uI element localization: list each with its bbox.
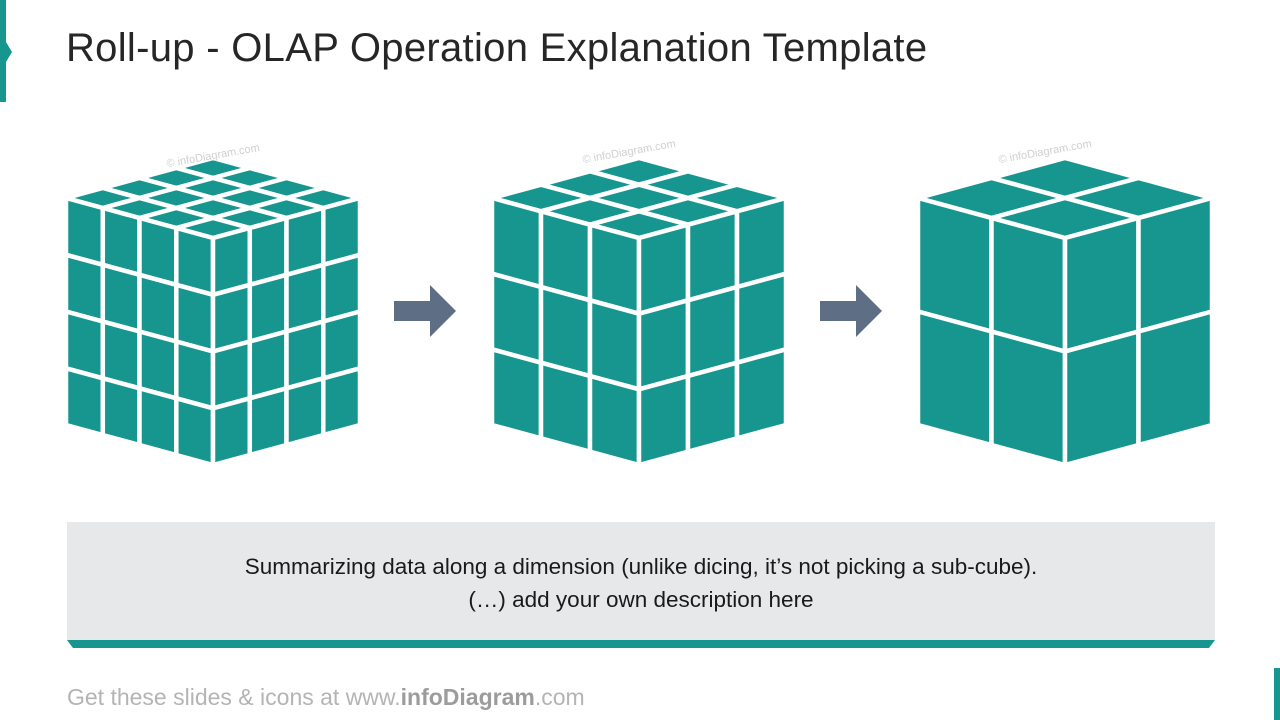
footer-suffix: .com — [534, 684, 585, 710]
footer-brand: infoDiagram — [400, 684, 535, 710]
left-block — [989, 329, 1068, 468]
left-block — [915, 309, 994, 448]
left-block — [174, 396, 216, 468]
left-accent-notch — [6, 42, 12, 62]
right-block — [1136, 195, 1215, 334]
right-block — [1136, 309, 1215, 448]
right-block — [1062, 215, 1141, 354]
right-block — [1062, 329, 1141, 468]
arrow-right-icon — [820, 285, 884, 337]
right-block — [284, 376, 326, 448]
right-block — [247, 386, 289, 458]
description-line-1: Summarizing data along a dimension (unli… — [244, 554, 1038, 579]
description-line-2: (…) add your own description here — [468, 587, 814, 612]
footer-credit: Get these slides & icons at www.infoDiag… — [67, 684, 585, 711]
footer-prefix: Get these slides & icons at www. — [67, 684, 401, 710]
right-accent-bar — [1274, 668, 1280, 720]
right-block — [734, 347, 789, 441]
left-block — [63, 366, 106, 438]
cube-4x4 — [58, 140, 368, 470]
description-box — [67, 522, 1215, 640]
description-underline — [67, 640, 1215, 648]
arrow-right-icon — [394, 285, 458, 337]
right-block — [321, 366, 363, 438]
right-block — [210, 396, 253, 468]
left-block — [137, 386, 179, 458]
left-block — [100, 376, 142, 448]
left-accent-bar — [0, 0, 6, 102]
left-block — [989, 215, 1068, 354]
left-block — [587, 373, 642, 468]
slide-title: Roll-up - OLAP Operation Explanation Tem… — [66, 26, 928, 70]
right-block — [636, 373, 691, 468]
left-block — [489, 347, 544, 441]
cube-3x3 — [484, 140, 794, 470]
right-block — [685, 360, 740, 454]
description-text: Summarizing data along a dimension (unli… — [67, 550, 1215, 616]
cube-2x2 — [910, 140, 1220, 470]
left-block — [915, 195, 994, 334]
left-block — [538, 360, 593, 454]
